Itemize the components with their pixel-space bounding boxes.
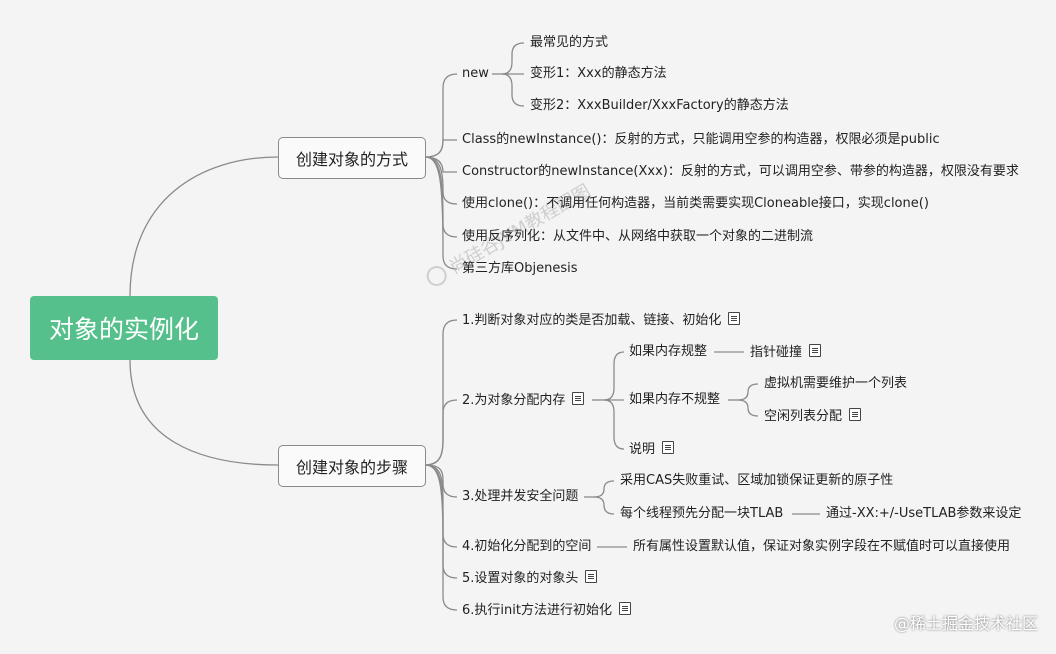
topic-regular-memory[interactable]: 如果内存规整 (629, 344, 708, 359)
topic-constructor-newinstance[interactable]: Constructor的newInstance(Xxx)：反射的方式，可以调用空… (462, 164, 1019, 179)
topic-maintain-list[interactable]: 虚拟机需要维护一个列表 (764, 376, 908, 391)
topic-default-values[interactable]: 所有属性设置默认值，保证对象实例字段在不赋值时可以直接使用 (633, 539, 1011, 554)
note-icon[interactable] (809, 344, 822, 357)
topic-step-4[interactable]: 4.初始化分配到的空间 (462, 539, 592, 554)
topic-new-child-2[interactable]: 变形1：Xxx的静态方法 (530, 66, 667, 81)
topic-new[interactable]: new (462, 66, 489, 81)
note-icon[interactable] (618, 602, 631, 615)
topic-cas-retry[interactable]: 采用CAS失败重试、区域加锁保证更新的原子性 (620, 473, 894, 488)
topic-step-6[interactable]: 6.执行init方法进行初始化 (462, 602, 631, 619)
topic-step-5[interactable]: 5.设置对象的对象头 (462, 570, 598, 587)
branch-creation-steps[interactable]: 创建对象的步骤 (278, 445, 426, 487)
note-icon[interactable] (572, 392, 585, 405)
topic-new-child-1[interactable]: 最常见的方式 (530, 35, 609, 50)
branch-creation-methods[interactable]: 创建对象的方式 (278, 137, 426, 179)
topic-class-newinstance[interactable]: Class的newInstance()：反射的方式，只能调用空参的构造器，权限必… (462, 132, 940, 147)
topic-step-2[interactable]: 2.为对象分配内存 (462, 392, 585, 409)
topic-deserialization[interactable]: 使用反序列化：从文件中、从网络中获取一个对象的二进制流 (462, 229, 814, 244)
note-icon[interactable] (662, 441, 675, 454)
topic-pointer-bump[interactable]: 指针碰撞 (750, 344, 822, 361)
note-icon[interactable] (849, 408, 862, 421)
topic-objenesis[interactable]: 第三方库Objenesis (462, 261, 578, 276)
note-icon[interactable] (728, 312, 741, 325)
topic-step-3[interactable]: 3.处理并发安全问题 (462, 489, 579, 504)
note-icon[interactable] (585, 570, 598, 583)
topic-step2-explanation[interactable]: 说明 (629, 441, 675, 458)
topic-clone[interactable]: 使用clone()：不调用任何构造器，当前类需要实现Cloneable接口，实现… (462, 196, 929, 211)
topic-free-list[interactable]: 空闲列表分配 (764, 408, 862, 425)
topic-tlab[interactable]: 每个线程预先分配一块TLAB (620, 506, 784, 521)
topic-tlab-param[interactable]: 通过-XX:+/-UseTLAB参数来设定 (826, 506, 1022, 521)
root-topic[interactable]: 对象的实例化 (30, 296, 218, 360)
corner-watermark: @稀土掘金技术社区 (893, 614, 1038, 633)
topic-irregular-memory[interactable]: 如果内存不规整 (629, 392, 721, 407)
topic-step-1[interactable]: 1.判断对象对应的类是否加载、链接、初始化 (462, 312, 741, 329)
topic-new-child-3[interactable]: 变形2：XxxBuilder/XxxFactory的静态方法 (530, 98, 789, 113)
